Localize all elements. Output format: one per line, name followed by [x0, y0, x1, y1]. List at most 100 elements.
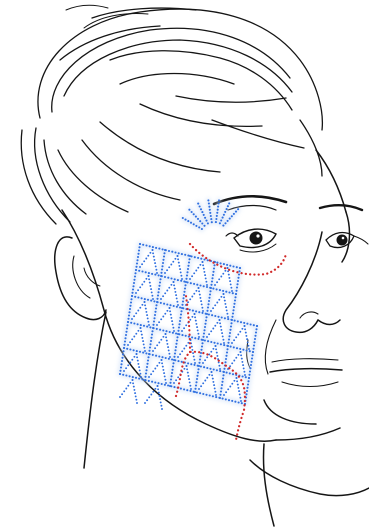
- temple-fan-dot: [182, 217, 184, 219]
- cheek-grid-dot: [162, 336, 164, 338]
- cheek-grid-dot: [151, 330, 153, 332]
- cheek-grid-dot: [243, 367, 245, 369]
- cheek-grid-dot: [235, 336, 237, 338]
- cheek-grid-dot: [255, 331, 257, 333]
- cheek-grid-dot: [150, 288, 152, 290]
- cheek-grid-dot: [220, 296, 222, 298]
- cheek-grid-dot: [162, 248, 164, 250]
- cheek-grid-dot: [147, 321, 149, 323]
- temple-fan-dot: [218, 199, 220, 201]
- cheek-grid-dot: [244, 325, 246, 327]
- cheek-grid-dot: [228, 274, 230, 276]
- cheek-grid-dot: [200, 365, 202, 367]
- cheek-grid-dot: [177, 258, 179, 260]
- cheek-grid-dot: [184, 254, 186, 256]
- cheek-grid-dot: [187, 265, 189, 267]
- cheek-grid-dot: [159, 278, 161, 280]
- cheek-grid-dot: [239, 393, 241, 395]
- cheek-grid-dot: [168, 287, 170, 289]
- cheek-grid-dot: [154, 274, 156, 276]
- cheek-grid-dot: [206, 284, 208, 286]
- cheek-grid-dot: [154, 388, 156, 390]
- cheek-grid-dot: [204, 323, 206, 325]
- cheek-grid-dot: [125, 374, 127, 376]
- cheek-grid-dot: [149, 245, 151, 247]
- cheek-grid-dot: [193, 272, 195, 274]
- cheek-grid-dot: [187, 301, 189, 303]
- cheek-grid-dot: [162, 366, 164, 368]
- temple-fan-dot: [197, 203, 199, 205]
- cheek-grid-dot: [121, 393, 123, 395]
- cheek-grid-dot: [159, 329, 161, 331]
- cheek-grid-dot: [201, 307, 203, 309]
- cheek-grid-dot: [134, 275, 136, 277]
- cheek-grid-dot: [164, 384, 166, 386]
- cheek-grid-dot: [174, 349, 176, 351]
- cheek-grid-dot: [253, 324, 255, 326]
- cheek-grid-dot: [229, 329, 231, 331]
- cheek-grid-dot: [164, 313, 166, 315]
- temple-fan-dot: [203, 225, 205, 227]
- cheek-grid-dot: [246, 390, 248, 392]
- cheek-grid-dot: [228, 291, 230, 293]
- cheek-grid-dot: [145, 271, 147, 273]
- cheek-grid-dot: [170, 264, 172, 266]
- cheek-grid-dot: [208, 333, 210, 335]
- cheek-grid-dot: [198, 290, 200, 292]
- temple-fan-dot: [216, 212, 218, 214]
- cheek-grid-dot: [216, 288, 218, 290]
- cheek-grid-dot: [193, 364, 195, 366]
- cheek-grid-dot: [193, 283, 195, 285]
- cheek-grid-dot: [240, 354, 242, 356]
- cheek-grid-dot: [194, 316, 196, 318]
- cheek-grid-dot: [173, 386, 175, 388]
- cheek-grid-dot: [195, 381, 197, 383]
- cheek-grid-dot: [185, 278, 187, 280]
- cheek-grid-dot: [253, 341, 255, 343]
- cheek-grid-dot: [144, 379, 146, 381]
- cheek-grid-dot: [194, 313, 196, 315]
- cheek-grid-dot: [210, 310, 212, 312]
- cheek-grid-dot: [150, 300, 152, 302]
- cheek-grid-dot: [198, 388, 200, 390]
- cheek-grid-dot: [161, 408, 163, 410]
- temple-fan-dot: [209, 212, 211, 214]
- cheek-grid-dot: [170, 378, 172, 380]
- cheek-grid-dot: [229, 365, 231, 367]
- cheek-grid-dot: [137, 289, 139, 291]
- cheek-grid-dot: [148, 324, 150, 326]
- cheek-grid-dot: [169, 307, 171, 309]
- temple-fan-dot: [237, 208, 239, 210]
- cheek-grid-dot: [233, 306, 235, 308]
- temple-fan-dot: [219, 222, 221, 224]
- temple-fan-dot: [218, 202, 220, 204]
- cheek-grid-dot: [181, 350, 183, 352]
- cheek-grid-dot: [130, 301, 132, 303]
- cheek-grid-dot: [142, 352, 144, 354]
- cheek-grid-dot: [235, 290, 237, 292]
- cheek-grid-dot: [230, 346, 232, 348]
- cheek-grid-dot: [173, 284, 175, 286]
- cheek-grid-dot: [127, 318, 129, 320]
- cheek-grid-dot: [180, 310, 182, 312]
- cheek-grid-dot: [147, 255, 149, 257]
- cheek-grid-dot: [137, 256, 139, 258]
- cheek-grid-dot: [246, 323, 248, 325]
- cheek-grid-dot: [148, 350, 150, 352]
- cheek-grid-dot: [171, 320, 173, 322]
- cheek-grid-dot: [229, 372, 231, 374]
- cheek-grid-dot: [247, 383, 249, 385]
- temple-fan-dot: [191, 211, 193, 213]
- cheek-grid-dot: [178, 262, 180, 264]
- cheek-grid-dot: [189, 255, 191, 257]
- cheek-grid-dot: [186, 365, 188, 367]
- cheek-grid-dot: [181, 304, 183, 306]
- cheek-grid-dot: [212, 274, 214, 276]
- cheek-grid-dot: [134, 272, 136, 274]
- cheek-grid-dot: [158, 285, 160, 287]
- temple-fan-dot: [210, 218, 212, 220]
- cheek-grid-dot: [227, 318, 229, 320]
- cheek-grid-dot: [238, 270, 240, 272]
- cheek-grid-dot: [250, 361, 252, 363]
- cheek-grid-dot: [236, 266, 238, 268]
